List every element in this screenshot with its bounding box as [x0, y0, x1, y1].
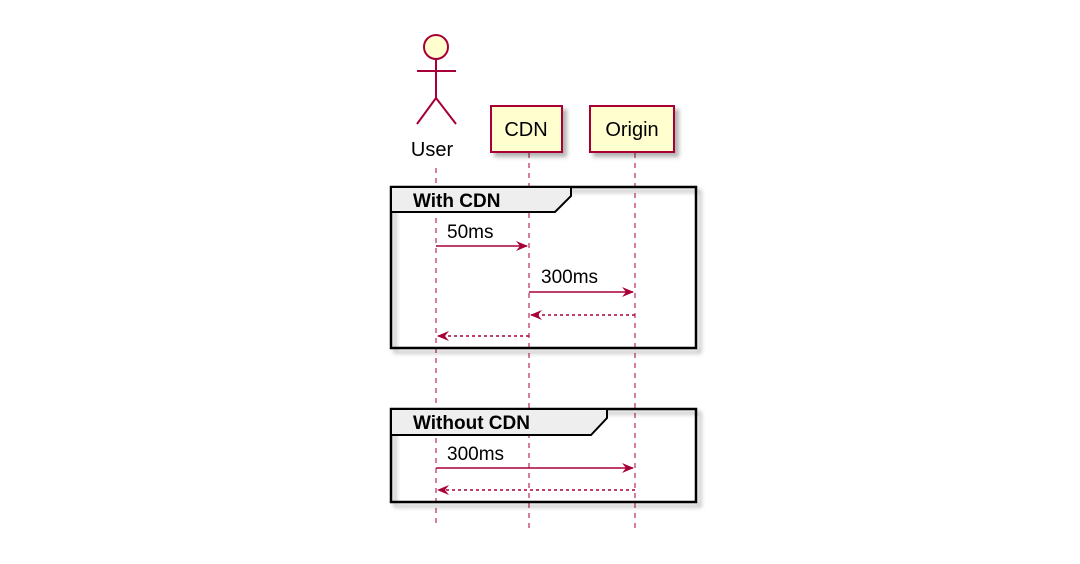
user-actor-icon — [416, 34, 457, 125]
group-without-cdn-title: Without CDN — [413, 413, 530, 434]
participant-cdn-label: CDN — [504, 119, 547, 141]
participant-cdn-box — [490, 105, 563, 153]
group-with-cdn: With CDN 50ms 300ms — [389, 185, 698, 350]
group-with-cdn-header — [390, 186, 572, 213]
participant-origin-label: Origin — [605, 119, 658, 141]
participant-user-label: User — [411, 139, 454, 161]
message-user-to-cdn-label: 50ms — [447, 222, 493, 243]
message-cdn-to-origin-label: 300ms — [541, 267, 598, 288]
group-without-cdn: Without CDN 300ms — [389, 407, 698, 504]
group-without-cdn-header — [390, 408, 608, 436]
group-with-cdn-title: With CDN — [413, 191, 500, 212]
message-user-to-origin-label: 300ms — [447, 444, 504, 465]
participant-origin-box — [589, 105, 675, 153]
